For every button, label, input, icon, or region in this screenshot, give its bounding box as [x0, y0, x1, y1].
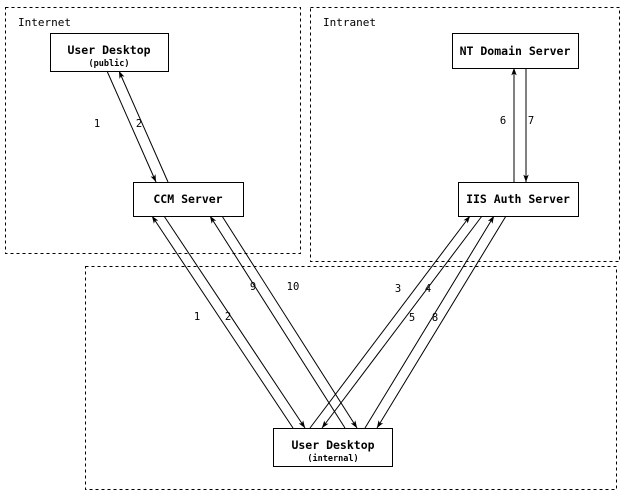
node-label-user-desktop-internal: User Desktop	[291, 438, 374, 452]
flow-group-internal-iis-34	[309, 215, 483, 429]
flow-line-step-1-public	[106, 70, 157, 183]
step-label-2-internal: 2	[225, 311, 231, 323]
flow-line-step-3	[309, 215, 471, 429]
node-box-user-desktop-public[interactable]	[49, 32, 170, 73]
zone-label-intranet: Intranet	[323, 16, 376, 29]
step-label-4: 4	[425, 283, 431, 295]
node-label-user-desktop-public: User Desktop	[67, 43, 150, 57]
step-label-7: 7	[528, 115, 534, 127]
step-label-10: 10	[287, 281, 300, 293]
flow-line-step-8	[376, 215, 507, 429]
node-label-iis-auth-server: IIS Auth Server	[466, 192, 570, 206]
node-label-ccm-server: CCM Server	[153, 192, 222, 206]
flow-line-step-9	[209, 215, 346, 429]
node-iis-auth-server[interactable]: IIS Auth Server	[457, 181, 580, 218]
node-ccm-server[interactable]: CCM Server	[132, 181, 245, 218]
flow-line-step-4	[321, 215, 483, 429]
zone-boxes	[5, 7, 620, 490]
step-label-1-internal: 1	[194, 311, 200, 323]
step-label-3: 3	[395, 283, 401, 295]
step-label-9: 9	[250, 281, 256, 293]
flow-group-iis-nt	[511, 67, 529, 183]
flow-line-step-5	[364, 215, 495, 429]
node-box-user-desktop-internal[interactable]	[272, 427, 394, 468]
flow-line-step-2-public	[118, 70, 169, 183]
step-label-5: 5	[409, 312, 415, 324]
zone-bottom-box	[85, 266, 617, 490]
step-number-labels: 1 2 1 2 3 4 5 6 7 8 9 10	[94, 115, 534, 324]
step-label-2-public: 2	[136, 118, 142, 130]
node-nt-domain-server[interactable]: NT Domain Server	[451, 32, 580, 70]
flow-group-public-ccm	[106, 70, 169, 183]
zone-label-internet: Internet	[18, 16, 71, 29]
node-sublabel-user-desktop-internal: (internal)	[307, 453, 358, 464]
step-label-1-public: 1	[94, 118, 100, 130]
node-sublabel-user-desktop-public: (public)	[89, 58, 130, 69]
node-user-desktop-internal[interactable]: User Desktop (internal)	[272, 427, 394, 468]
step-label-8: 8	[432, 312, 438, 324]
flow-group-internal-iis-58	[364, 215, 507, 429]
step-label-6: 6	[500, 115, 506, 127]
flow-group-internal-ccm-910	[209, 215, 358, 429]
node-user-desktop-public[interactable]: User Desktop (public)	[49, 32, 170, 73]
flow-line-step-10	[221, 215, 358, 429]
flow-line-step-1-internal	[151, 215, 294, 429]
flow-line-step-2-internal	[163, 215, 306, 429]
node-label-nt-domain-server: NT Domain Server	[460, 44, 571, 58]
node-box-iis-auth-server[interactable]	[457, 181, 580, 218]
node-box-nt-domain-server[interactable]	[451, 32, 580, 70]
node-box-ccm-server[interactable]	[132, 181, 245, 218]
zone-intranet-box	[310, 7, 620, 262]
flow-group-internal-ccm-12	[151, 215, 306, 429]
